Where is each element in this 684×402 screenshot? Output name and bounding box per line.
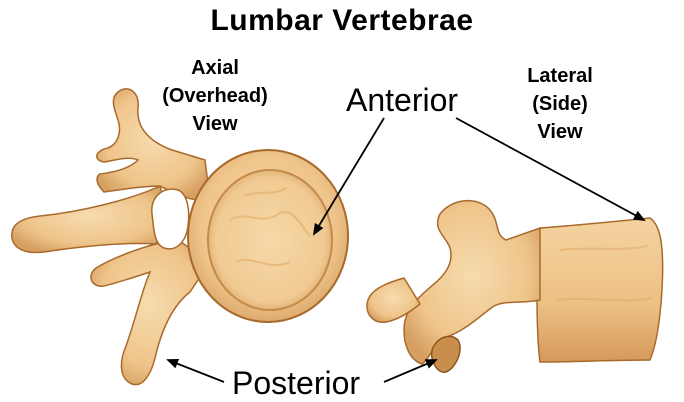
lateral-view-line1: Lateral — [500, 62, 620, 90]
posterior-arrow-axial — [168, 360, 224, 382]
axial-view-label: Axial (Overhead) View — [150, 54, 280, 138]
axial-view-line2: (Overhead) — [150, 82, 280, 110]
anterior-label: Anterior — [346, 82, 458, 119]
axial-view-line3: View — [150, 110, 280, 138]
axial-view-line1: Axial — [150, 54, 280, 82]
lateral-view-line3: View — [500, 118, 620, 146]
lateral-pedicle-processes — [404, 201, 540, 364]
lateral-view-label: Lateral (Side) View — [500, 62, 620, 146]
axial-spinous-process — [12, 186, 168, 252]
vertebral-foramen — [152, 189, 189, 249]
lateral-vertebra — [367, 201, 663, 373]
lateral-view-line2: (Side) — [500, 90, 620, 118]
posterior-arrow-lateral — [384, 360, 436, 382]
lateral-facet — [432, 336, 460, 372]
posterior-label: Posterior — [232, 365, 360, 402]
diagram-title: Lumbar Vertebrae — [0, 4, 684, 38]
lateral-vertebral-body — [537, 218, 663, 362]
axial-endplate — [208, 170, 332, 310]
